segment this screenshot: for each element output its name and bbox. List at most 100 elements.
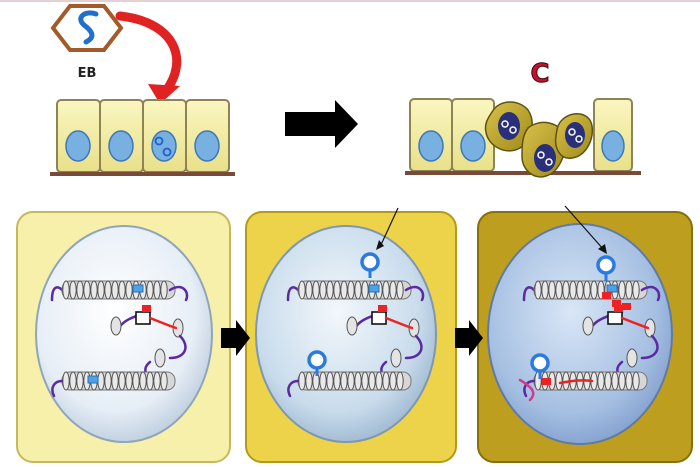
red-marker [622, 303, 631, 310]
nucleosome [562, 280, 570, 300]
nucleosome [62, 280, 70, 300]
nucleosome [346, 316, 358, 336]
nucleosome [160, 280, 168, 300]
nucleosome [333, 371, 341, 391]
nucleosome [104, 280, 112, 300]
nucleosome [368, 371, 376, 391]
dna-linker [620, 316, 650, 330]
nucleosome [298, 280, 306, 300]
nucleosome [160, 371, 168, 391]
dna-linker [286, 286, 300, 302]
nucleosome [326, 280, 334, 300]
nucleosome [390, 348, 402, 368]
stage-letter: C [530, 59, 549, 89]
nucleosome [125, 371, 133, 391]
panel-carcinoma-nucleus [477, 211, 693, 463]
nucleosome [139, 371, 147, 391]
nucleosome [396, 371, 404, 391]
nucleosome [626, 348, 638, 368]
red-marker [614, 305, 623, 312]
nucleosome [611, 371, 619, 391]
blue-tag [368, 284, 380, 293]
nucleosome [541, 280, 549, 300]
tumor-cell-3 [554, 113, 594, 159]
dna-linker [640, 334, 659, 360]
nucleosome [340, 280, 348, 300]
carcinoma-epithelium [405, 98, 641, 178]
nucleosome [111, 280, 119, 300]
nucleosome [548, 280, 556, 300]
nucleosome [569, 280, 577, 300]
blue-tag [132, 284, 144, 293]
chromatin-layer [50, 252, 661, 402]
dna-linker [522, 286, 536, 302]
dna-linker [384, 316, 414, 330]
nucleosome [389, 371, 397, 391]
episome-ring-icon [530, 353, 550, 373]
pointer-line [564, 205, 605, 251]
dna-linker [518, 378, 535, 402]
nucleosome [305, 280, 313, 300]
nucleosome [90, 280, 98, 300]
nucleosome [354, 280, 362, 300]
nucleosome [111, 371, 119, 391]
black-right-arrow-icon [455, 320, 483, 356]
nucleosome [618, 280, 626, 300]
nucleosome [312, 280, 320, 300]
nucleosome [97, 280, 105, 300]
nucleosome [69, 280, 77, 300]
nucleosome [534, 280, 542, 300]
nucleosome [125, 280, 133, 300]
nucleosome [555, 371, 563, 391]
nucleosome [97, 371, 105, 391]
nucleosome [118, 371, 126, 391]
nucleosome [555, 280, 563, 300]
pointer-line [379, 207, 399, 248]
red-marker [542, 378, 551, 385]
nucleosome [625, 371, 633, 391]
nucleosome [333, 280, 341, 300]
nucleosome [305, 371, 313, 391]
nucleosome [154, 348, 166, 368]
tumor-cell-1 [484, 101, 533, 152]
nucleosome [382, 371, 390, 391]
nucleosome [76, 280, 84, 300]
dna-linker [168, 285, 189, 302]
red-marker [602, 292, 611, 299]
nucleosome [62, 371, 70, 391]
dna-linker [523, 379, 536, 398]
dna-linker [404, 285, 425, 302]
dna-linker [640, 285, 661, 302]
nucleosome [76, 371, 84, 391]
nucleosome [361, 280, 369, 300]
black-right-arrow-icon [221, 320, 250, 356]
red-marker [378, 305, 387, 312]
nucleosome [83, 280, 91, 300]
nucleosome [319, 371, 327, 391]
blue-tag [87, 375, 99, 384]
infection-arrow-head [148, 84, 180, 104]
loop-box [371, 311, 387, 325]
normal-epithelium [50, 99, 235, 176]
panel-latent-episome [16, 211, 231, 463]
red-marker [612, 300, 621, 307]
nucleosome [361, 371, 369, 391]
nucleosome [382, 280, 390, 300]
nucleosome [146, 280, 154, 300]
nucleosome [625, 280, 633, 300]
episome-ring-icon [360, 252, 380, 272]
dna-linker [404, 334, 423, 360]
loop-box [607, 311, 623, 325]
nucleosome [326, 371, 334, 391]
virus-label: EB [78, 66, 97, 81]
nucleosome [153, 371, 161, 391]
nucleosome [576, 280, 584, 300]
loop-box [135, 311, 151, 325]
nucleosome [298, 371, 306, 391]
tumor-cell-2 [521, 121, 567, 178]
nucleosome [632, 280, 640, 300]
viral-genome-icon [78, 10, 99, 45]
black-right-arrow-icon [285, 100, 358, 148]
blue-tag [606, 284, 618, 293]
